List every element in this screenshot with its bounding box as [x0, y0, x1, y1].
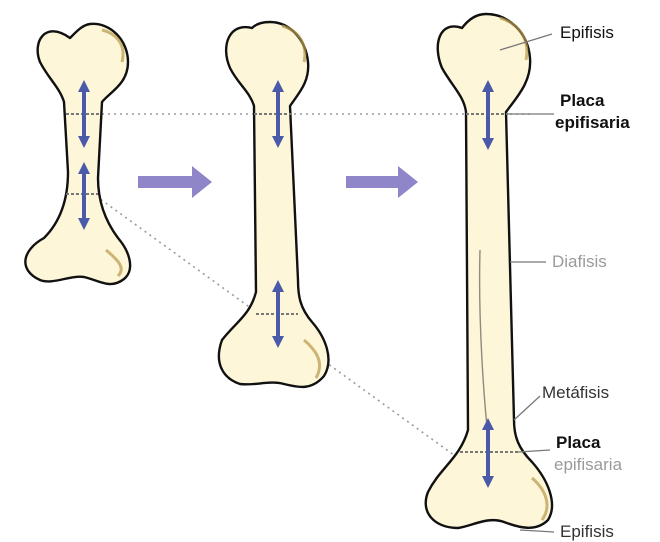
bone-medium-outline	[219, 22, 329, 387]
growth-guide-lines	[96, 114, 530, 458]
label-epifisis-top: Epifisis	[560, 23, 614, 42]
label-placa-top-line1: Placa	[560, 91, 605, 110]
flow-arrow-2	[346, 166, 418, 198]
label-diafisis: Diafisis	[552, 252, 607, 271]
label-epifisis-bottom: Epifisis	[560, 522, 614, 541]
bone-medium	[219, 22, 329, 387]
leader-epifisis-bottom	[520, 530, 554, 532]
bone-small-outline	[25, 24, 130, 284]
label-metafisis: Metáfisis	[542, 383, 609, 402]
bone-small	[25, 24, 130, 284]
leader-metafisis	[514, 396, 540, 420]
flow-arrow-1	[138, 166, 212, 198]
label-placa-top-line2: epifisaria	[555, 113, 630, 132]
label-placa-bottom-line1: Placa	[556, 433, 601, 452]
label-placa-bottom-line2: epifisaria	[554, 455, 623, 474]
